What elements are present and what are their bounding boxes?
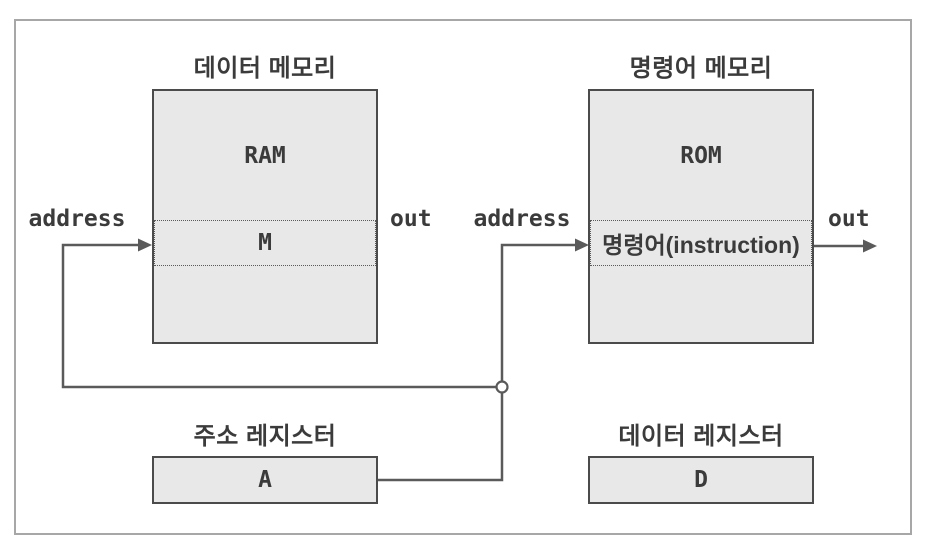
rom-cell-band: 명령어(instruction) [590, 220, 812, 266]
data-memory-title: 데이터 메모리 [193, 55, 337, 82]
ram-cell-band: M [154, 220, 376, 266]
data-register-title: 데이터 레지스터 [618, 423, 784, 450]
ram-address-label: address [28, 206, 126, 232]
data-register-value: D [694, 467, 708, 493]
rom-chip-label: ROM [680, 143, 722, 169]
rom-cell-label: 명령어(instruction) [602, 232, 800, 258]
instruction-memory-box: ROM 명령어(instruction) [588, 89, 814, 344]
data-register-box: D [588, 456, 814, 504]
address-register-box: A [152, 456, 378, 504]
ram-out-label: out [390, 206, 432, 232]
data-memory-box: RAM M [152, 89, 378, 344]
ram-cell-label: M [258, 230, 272, 256]
address-register-title: 주소 레지스터 [193, 423, 337, 450]
rom-out-label: out [828, 206, 870, 232]
ram-chip-label: RAM [244, 143, 286, 169]
instruction-memory-title: 명령어 메모리 [629, 55, 773, 82]
address-register-value: A [258, 467, 272, 493]
rom-address-label: address [473, 206, 571, 232]
